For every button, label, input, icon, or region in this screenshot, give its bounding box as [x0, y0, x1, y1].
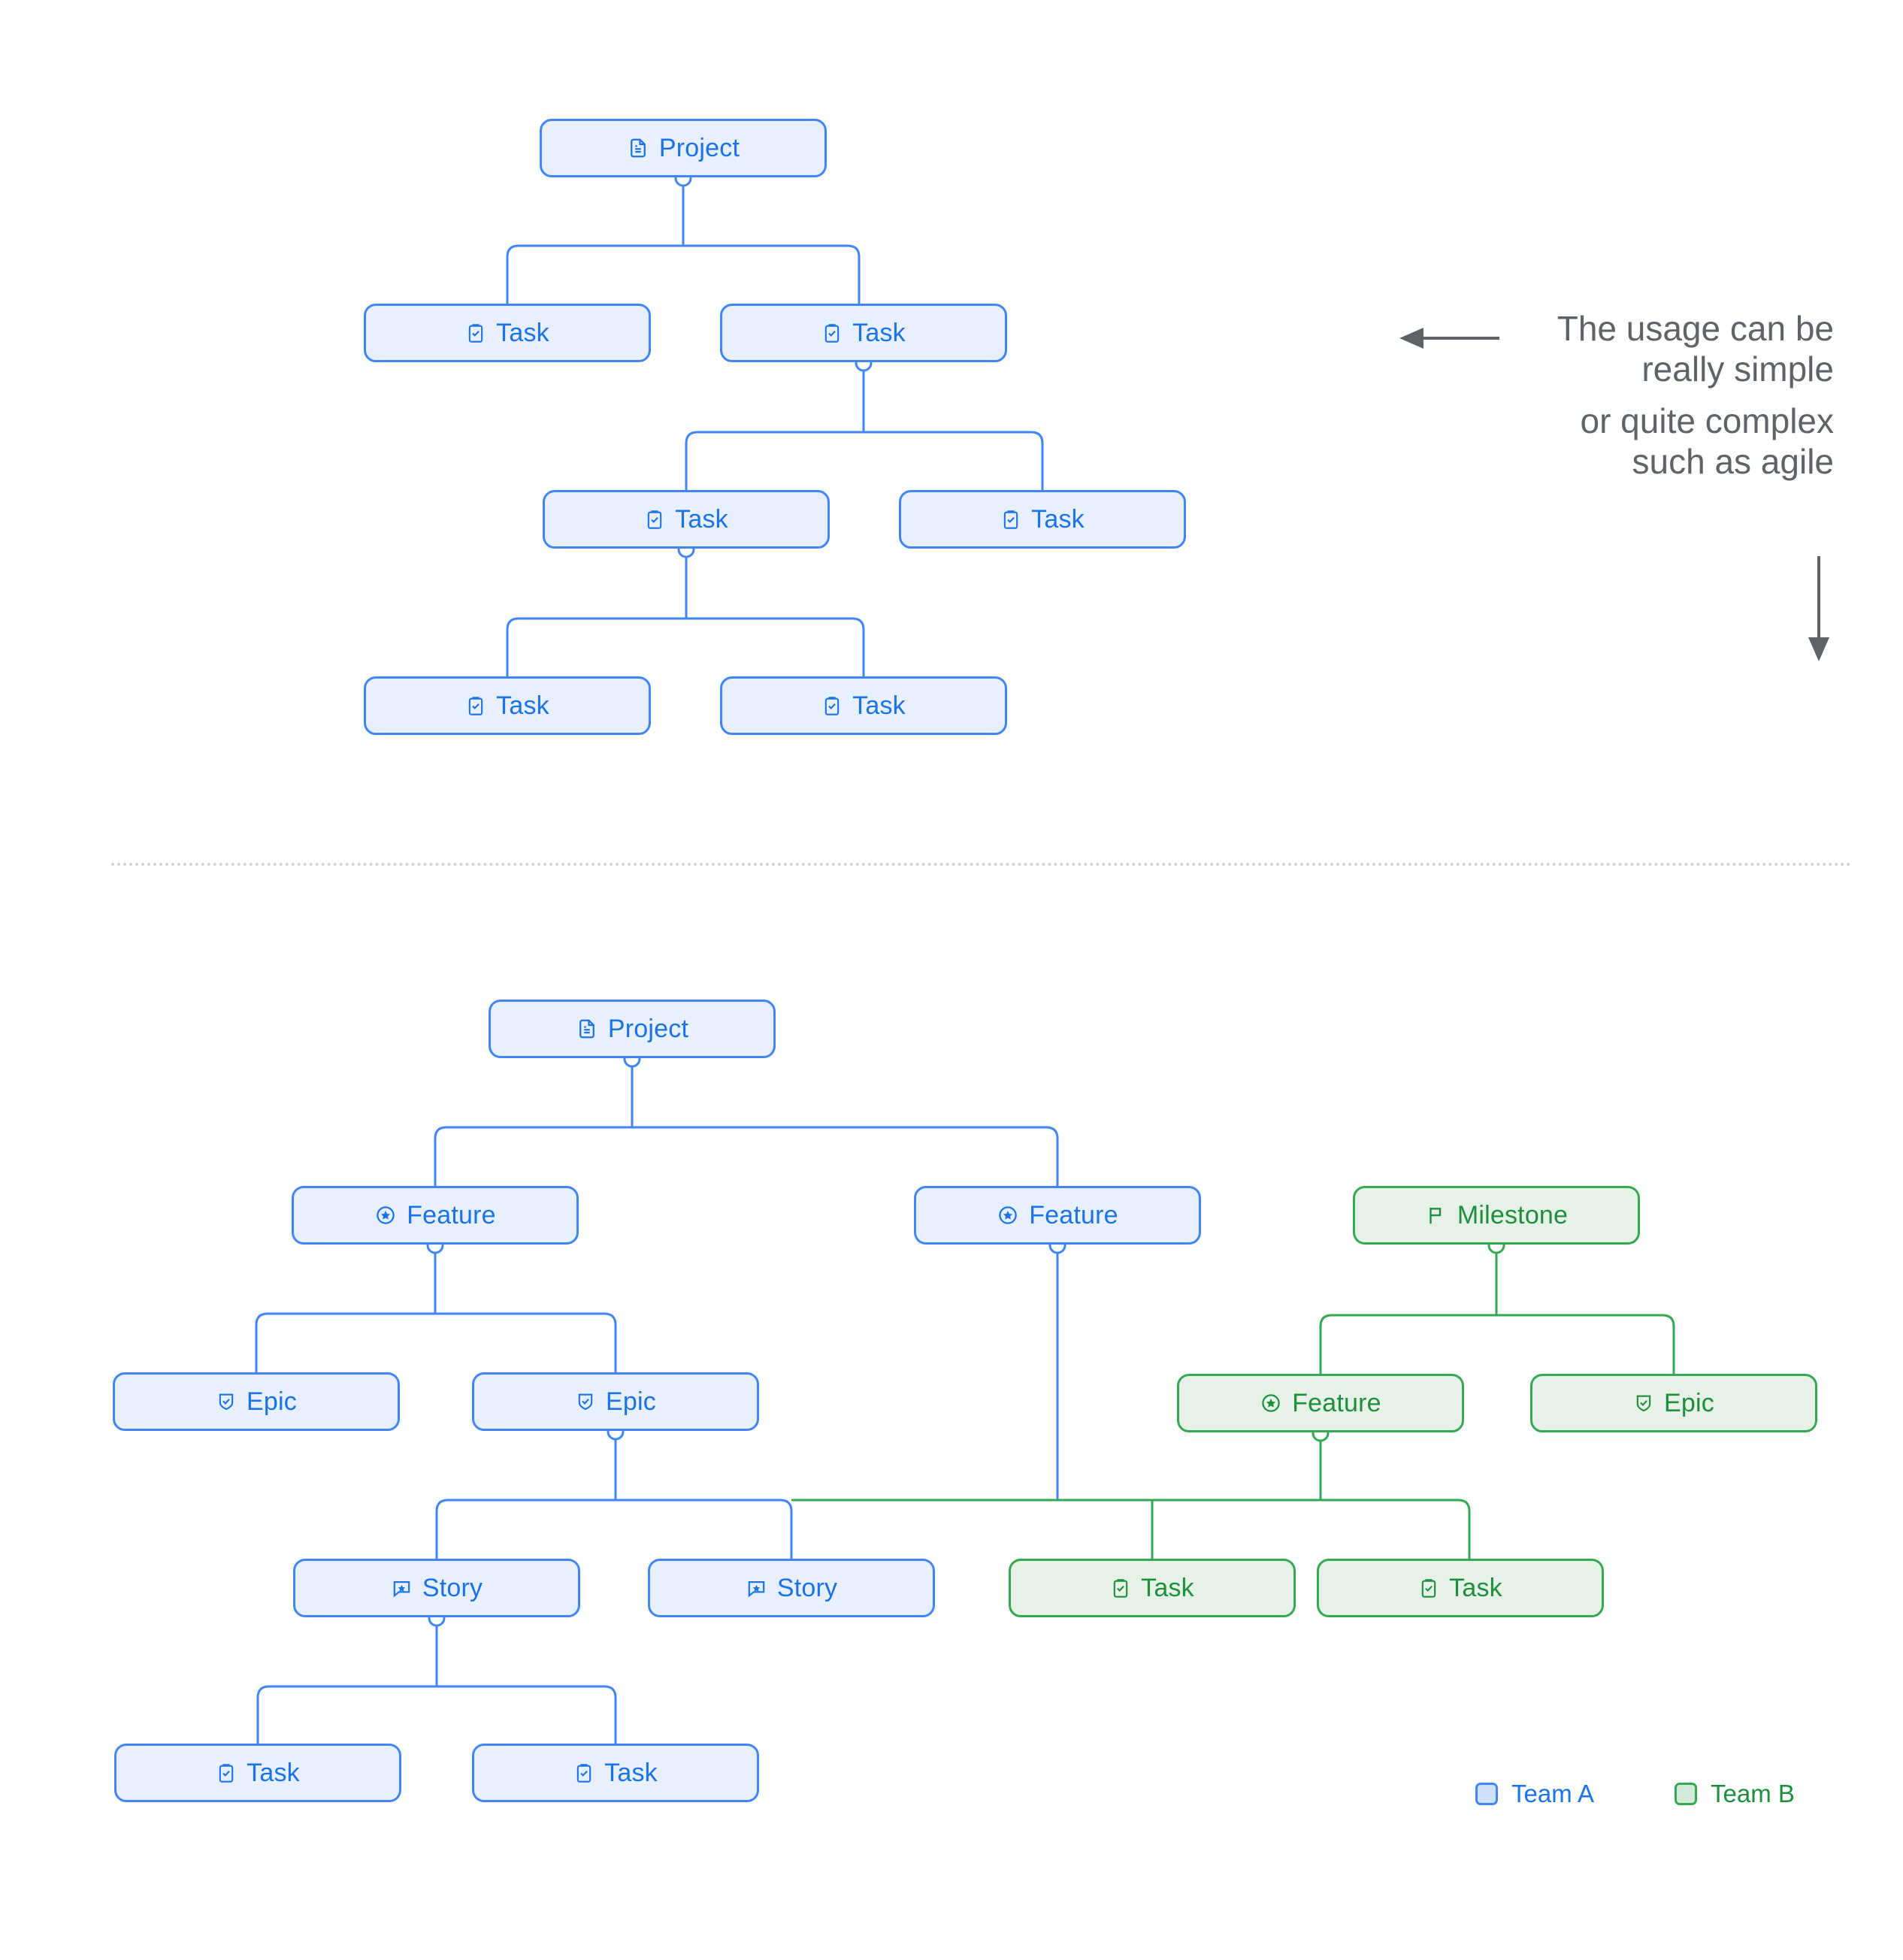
node-project[interactable]: Project [489, 1000, 776, 1058]
legend-swatch-green-icon [1675, 1783, 1697, 1805]
star-circle-icon [997, 1204, 1019, 1227]
clipboard-check-icon [573, 1762, 594, 1783]
node-task[interactable]: Task [1009, 1559, 1296, 1617]
legend-item-team-b[interactable]: Team B [1675, 1780, 1795, 1808]
speech-star-icon [391, 1577, 413, 1599]
node-story[interactable]: Story [293, 1559, 580, 1617]
document-icon [576, 1018, 598, 1040]
node-label: Feature [1029, 1200, 1118, 1230]
star-circle-icon [1260, 1392, 1282, 1414]
annotation-line: or quite complex [1580, 401, 1835, 440]
node-task[interactable]: Task [1317, 1559, 1604, 1617]
clipboard-check-icon [1000, 509, 1021, 530]
node-epic[interactable]: Epic [472, 1372, 759, 1431]
clipboard-check-icon [1418, 1577, 1439, 1599]
node-task[interactable]: Task [720, 676, 1007, 735]
node-feature[interactable]: Feature [914, 1186, 1201, 1245]
legend-swatch-blue-icon [1475, 1783, 1498, 1805]
node-task[interactable]: Task [899, 490, 1186, 549]
node-label: Feature [1292, 1388, 1381, 1417]
node-label: Task [1141, 1573, 1194, 1602]
annotation-line: really simple [1641, 349, 1834, 389]
node-milestone[interactable]: Milestone [1353, 1186, 1640, 1245]
node-label: Task [496, 691, 549, 720]
shield-check-icon [575, 1391, 596, 1412]
node-label: Task [675, 504, 728, 534]
section-divider [111, 863, 1852, 866]
node-label: Story [776, 1573, 838, 1602]
legend-label: Team B [1711, 1780, 1795, 1807]
shield-check-icon [1633, 1393, 1654, 1414]
arrow-left-icon [1399, 328, 1499, 349]
annotation-line: The usage can be [1557, 309, 1834, 348]
node-label: Task [1449, 1573, 1502, 1602]
node-label: Task [852, 691, 906, 720]
flag-icon [1425, 1204, 1448, 1227]
clipboard-check-icon [216, 1762, 237, 1783]
node-label: Milestone [1457, 1200, 1569, 1230]
node-task[interactable]: Task [543, 490, 830, 549]
node-epic[interactable]: Epic [113, 1372, 400, 1431]
legend-label: Team A [1511, 1780, 1595, 1807]
node-task[interactable]: Task [364, 676, 651, 735]
clipboard-check-icon [821, 322, 843, 343]
node-label: Task [1031, 504, 1085, 534]
node-label: Epic [1664, 1388, 1714, 1417]
node-label: Project [658, 133, 740, 162]
clipboard-check-icon [465, 322, 486, 343]
node-label: Task [247, 1758, 300, 1787]
clipboard-check-icon [465, 695, 486, 716]
node-feature[interactable]: Feature [292, 1186, 579, 1245]
node-label: Task [496, 318, 549, 347]
annotation-line: such as agile [1632, 441, 1835, 481]
document-icon [627, 137, 649, 159]
node-story[interactable]: Story [648, 1559, 935, 1617]
node-task[interactable]: Task [720, 304, 1007, 362]
annotation-text: The usage can be really simple or quite … [1496, 308, 1834, 482]
clipboard-check-icon [821, 695, 843, 716]
node-epic[interactable]: Epic [1530, 1374, 1817, 1432]
speech-star-icon [746, 1577, 767, 1599]
node-task[interactable]: Task [114, 1744, 401, 1802]
arrow-down-icon [1808, 556, 1829, 661]
node-label: Task [852, 318, 906, 347]
clipboard-check-icon [644, 509, 665, 530]
node-label: Project [607, 1014, 689, 1043]
legend-item-team-a[interactable]: Team A [1475, 1780, 1594, 1808]
node-label: Story [422, 1573, 483, 1602]
node-feature[interactable]: Feature [1177, 1374, 1464, 1432]
clipboard-check-icon [1110, 1577, 1131, 1599]
node-label: Task [604, 1758, 658, 1787]
star-circle-icon [374, 1204, 397, 1227]
node-label: Epic [606, 1387, 656, 1416]
node-task[interactable]: Task [364, 304, 651, 362]
shield-check-icon [216, 1391, 237, 1412]
node-project[interactable]: Project [540, 119, 827, 177]
node-label: Feature [407, 1200, 496, 1230]
node-task[interactable]: Task [472, 1744, 759, 1802]
node-label: Epic [247, 1387, 297, 1416]
